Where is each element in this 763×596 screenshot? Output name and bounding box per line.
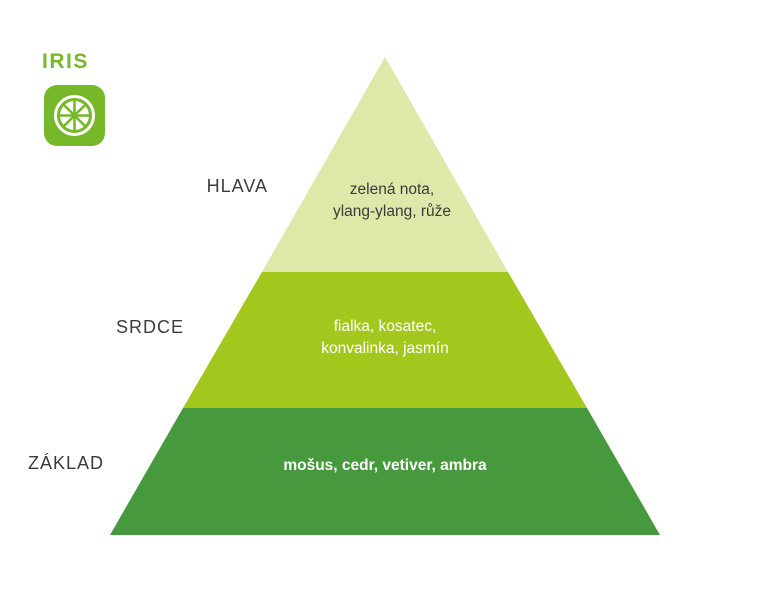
pyramid-level-base — [110, 408, 660, 535]
pyramid-level-heart — [183, 272, 587, 408]
lime-slice-icon — [44, 85, 105, 146]
notes-head-line2: ylang-ylang, růže — [332, 203, 452, 220]
label-hlava: HLAVA — [206, 176, 268, 196]
notes-heart-line1: fialka, kosatec, — [333, 318, 437, 335]
notes-head-line1: zelená nota, — [349, 181, 435, 198]
notes-base-line1: mošus, cedr, vetiver, ambra — [283, 457, 487, 474]
notes-heart: fialka, kosatec, konvalinka, jasmín — [235, 316, 535, 360]
page-title: IRIS — [42, 50, 89, 73]
label-zaklad: ZÁKLAD — [27, 453, 104, 473]
label-srdce: SRDCE — [115, 317, 184, 337]
notes-base: mošus, cedr, vetiver, ambra — [185, 456, 585, 476]
notes-head: zelená nota, ylang-ylang, růže — [237, 179, 547, 223]
pyramid-level-head — [262, 57, 508, 272]
notes-heart-line2: konvalinka, jasmín — [321, 340, 449, 357]
